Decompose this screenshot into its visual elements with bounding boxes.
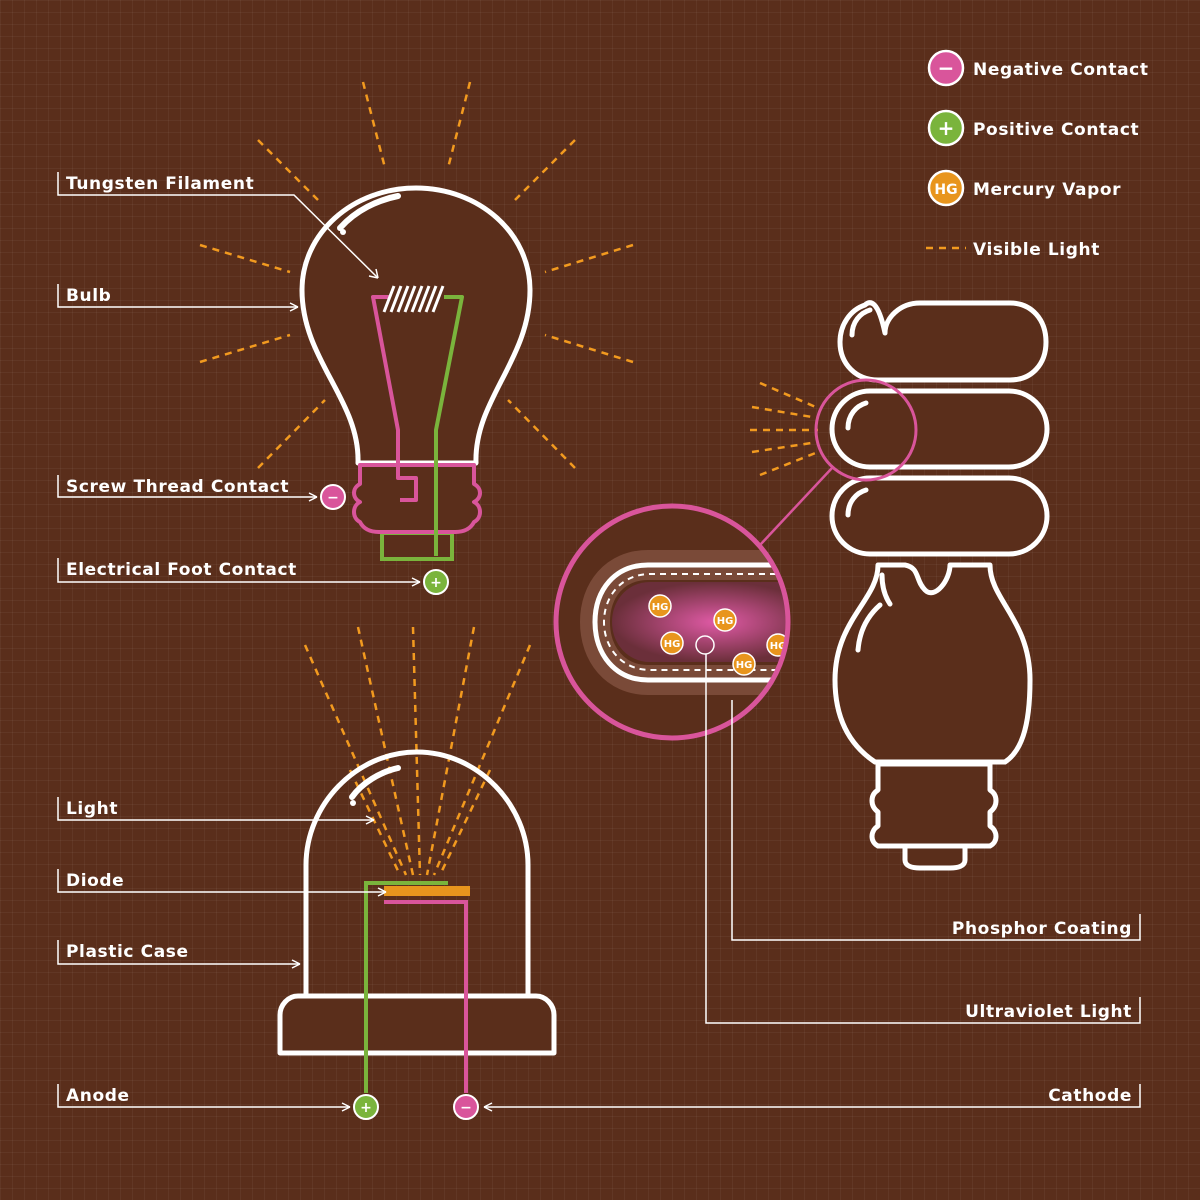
mercury-icon-glyph: HG	[717, 616, 734, 627]
foot-contact-base	[380, 531, 454, 561]
legend-positive-contact: + Positive Contact	[927, 109, 1139, 147]
mercury-icon-glyph: HG	[664, 639, 681, 650]
led: + − Light Diode Plastic Case Anode Catho…	[57, 626, 1141, 1120]
leader-screw-thread-contact	[57, 475, 317, 498]
leader-phosphor-coating	[731, 700, 1141, 941]
tungsten-filament-coil	[382, 285, 445, 313]
minus-icon	[453, 1094, 479, 1120]
incandescent-bulb: − + Tungsten Filament Bulb Screw Thread …	[57, 81, 634, 595]
leader-bulb	[57, 284, 298, 308]
leader-diode	[57, 869, 386, 893]
mercury-icon	[660, 631, 684, 655]
minus-icon-glyph: −	[460, 1100, 472, 1116]
label-bulb: Bulb	[66, 286, 111, 306]
label-phosphor-coating: Phosphor Coating	[952, 919, 1132, 939]
minus-icon-glyph: −	[327, 490, 339, 506]
leader-anode	[57, 1084, 350, 1108]
legend-positive-label: Positive Contact	[973, 120, 1139, 140]
mercury-icon-glyph: HG	[652, 602, 669, 613]
cfl-tube-middle	[829, 388, 1050, 470]
label-light: Light	[66, 799, 118, 819]
bulb-glass	[299, 185, 533, 466]
mercury-icon	[713, 608, 737, 632]
legend-mercury-label: Mercury Vapor	[973, 180, 1121, 200]
cfl-tube-lower	[829, 475, 1050, 557]
mercury-icon	[732, 652, 756, 676]
minus-icon	[320, 484, 346, 510]
magnify-connector	[759, 467, 833, 546]
label-ultraviolet-light: Ultraviolet Light	[965, 1002, 1132, 1022]
cfl-base	[869, 761, 999, 849]
phosphor-coating-line	[602, 573, 788, 671]
cfl-light-rays	[750, 381, 819, 477]
plus-icon-glyph: +	[430, 575, 442, 591]
led-highlight	[349, 765, 401, 800]
legend-visible-light: Visible Light	[926, 240, 1100, 260]
uv-photon	[695, 635, 715, 655]
legend-negative-label: Negative Contact	[973, 60, 1149, 80]
cfl-tube-top	[837, 300, 1049, 383]
anode-lead	[364, 881, 448, 1093]
minus-icon-glyph: −	[938, 56, 955, 80]
negative-lead-wire	[371, 295, 418, 502]
plus-icon	[353, 1094, 379, 1120]
plus-icon-glyph: +	[360, 1100, 372, 1116]
bulb-highlight	[337, 193, 401, 231]
incandescent-light-rays	[199, 81, 634, 469]
leader-cathode	[484, 1084, 1141, 1108]
label-electrical-foot-contact: Electrical Foot Contact	[66, 560, 297, 580]
mercury-icon-glyph: HG	[736, 660, 753, 671]
legend-light-label: Visible Light	[973, 240, 1100, 260]
plus-icon-glyph: +	[938, 116, 955, 140]
magnified-tube-detail: HG HG HG HG HG	[553, 503, 791, 741]
legend-negative-contact: − Negative Contact	[927, 49, 1149, 87]
cfl-bulb: HG HG HG HG HG Phosphor Coating Ultravio…	[553, 300, 1141, 1024]
cfl-body	[832, 562, 1033, 765]
plus-icon	[927, 109, 965, 147]
label-diode: Diode	[66, 871, 124, 891]
leader-light	[57, 797, 374, 821]
leader-electrical-foot-contact	[57, 558, 420, 583]
label-screw-thread-contact: Screw Thread Contact	[66, 477, 289, 497]
plastic-case-rim	[277, 993, 557, 1056]
magnify-target-ring	[814, 378, 918, 482]
mercury-icon-glyph: HG	[770, 641, 787, 652]
label-cathode: Cathode	[1048, 1086, 1132, 1106]
label-plastic-case: Plastic Case	[66, 942, 189, 962]
positive-lead-wire	[434, 295, 464, 556]
magnifier-ring	[553, 503, 791, 741]
cathode-lead	[384, 900, 468, 1093]
leader-plastic-case	[57, 940, 300, 965]
legend: − Negative Contact + Positive Contact HG…	[926, 49, 1149, 260]
mercury-icon	[927, 169, 965, 207]
label-tungsten-filament: Tungsten Filament	[66, 174, 254, 194]
mercury-icon-glyph: HG	[934, 182, 957, 198]
legend-mercury-vapor: HG Mercury Vapor	[927, 169, 1121, 207]
mercury-particles: HG HG HG HG HG	[648, 594, 788, 676]
cfl-base-tip	[902, 843, 968, 871]
plus-icon	[423, 569, 449, 595]
label-anode: Anode	[66, 1086, 130, 1106]
diode-chip	[384, 886, 470, 896]
leader-ultraviolet-light	[705, 654, 1141, 1024]
mercury-icon	[648, 594, 672, 618]
leader-tungsten-filament	[57, 172, 379, 279]
minus-icon	[927, 49, 965, 87]
